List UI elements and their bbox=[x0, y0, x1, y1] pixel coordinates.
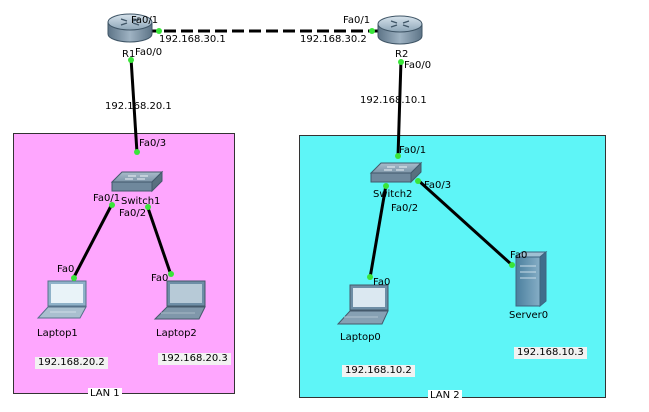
ip-label-r1-lan: 192.168.20.1 bbox=[105, 101, 172, 112]
link-r1-switch1[interactable] bbox=[129, 57, 139, 154]
ip-label-server0: 192.168.10.3 bbox=[514, 347, 587, 359]
device-name-switch1: Switch1 bbox=[121, 196, 161, 207]
link-switch1-laptop2[interactable] bbox=[146, 207, 173, 276]
link-switch2-server0[interactable] bbox=[417, 179, 514, 267]
port-label-r2-fa00: Fa0/0 bbox=[404, 60, 432, 71]
ip-label-laptop0: 192.168.10.2 bbox=[342, 365, 415, 377]
switch-icon-switch1[interactable] bbox=[110, 170, 164, 193]
link-r2-switch2[interactable] bbox=[396, 59, 403, 158]
port-dot-r1-fa00 bbox=[128, 57, 134, 63]
port-dot-sw1-fa03 bbox=[134, 149, 140, 155]
port-label-laptop1-fa0: Fa0 bbox=[57, 264, 75, 275]
server-icon-server0[interactable] bbox=[514, 250, 548, 308]
device-name-laptop1: Laptop1 bbox=[37, 328, 78, 339]
port-label-laptop0-fa0: Fa0 bbox=[373, 277, 391, 288]
device-name-server0: Server0 bbox=[509, 310, 549, 321]
link-switch2-laptop0[interactable] bbox=[368, 184, 388, 279]
link-switch1-laptop1[interactable] bbox=[71, 205, 113, 280]
port-dot-sw2-fa02 bbox=[383, 183, 389, 189]
port-label-sw2-fa03: Fa0/3 bbox=[424, 180, 452, 191]
port-dot-r2-fa00 bbox=[398, 59, 404, 65]
port-status-dots bbox=[71, 28, 515, 281]
port-dot-r2-fa01 bbox=[369, 28, 375, 34]
laptop-icon-laptop0[interactable] bbox=[336, 284, 389, 325]
port-dot-laptop0-fa0 bbox=[367, 274, 373, 280]
ip-label-laptop1: 192.168.20.2 bbox=[35, 357, 108, 369]
lan1-label: LAN 1 bbox=[88, 388, 122, 399]
lan2-label: LAN 2 bbox=[428, 390, 462, 401]
port-label-sw1-fa01: Fa0/1 bbox=[93, 193, 121, 204]
device-name-r2: R2 bbox=[395, 49, 409, 60]
port-dot-laptop2-fa0 bbox=[168, 271, 174, 277]
router-icon-r1[interactable] bbox=[107, 13, 153, 43]
port-label-sw1-fa03: Fa0/3 bbox=[139, 138, 167, 149]
port-label-r2-fa01: Fa0/1 bbox=[343, 15, 371, 26]
laptop-icon-laptop2[interactable] bbox=[153, 280, 206, 320]
switch-icon-switch2[interactable] bbox=[369, 161, 423, 184]
port-label-server0-fa0: Fa0 bbox=[510, 250, 528, 261]
ip-label-r2-wan: 192.168.30.2 bbox=[300, 34, 367, 45]
ip-label-r2-lan: 192.168.10.1 bbox=[360, 95, 427, 106]
port-label-sw2-fa01: Fa0/1 bbox=[399, 145, 427, 156]
port-dot-sw1-fa02 bbox=[145, 204, 151, 210]
port-label-sw1-fa02: Fa0/2 bbox=[119, 208, 147, 219]
port-label-r1-fa00: Fa0/0 bbox=[135, 47, 163, 58]
port-dot-sw1-fa01 bbox=[109, 202, 115, 208]
device-name-laptop2: Laptop2 bbox=[156, 328, 197, 339]
port-label-r1-fa01: Fa0/1 bbox=[131, 15, 159, 26]
port-label-laptop2-fa0: Fa0 bbox=[151, 273, 169, 284]
ip-label-laptop2: 192.168.20.3 bbox=[158, 353, 231, 365]
port-dot-sw2-fa01 bbox=[395, 153, 401, 159]
router-icon-r2[interactable] bbox=[377, 15, 423, 45]
port-dot-server0-fa0 bbox=[509, 262, 515, 268]
device-name-switch2: Switch2 bbox=[373, 189, 413, 200]
ip-label-r1-wan: 192.168.30.1 bbox=[159, 34, 226, 45]
port-label-sw2-fa02: Fa0/2 bbox=[391, 203, 419, 214]
laptop-icon-laptop1[interactable] bbox=[36, 280, 87, 319]
port-dot-sw2-fa03 bbox=[415, 178, 421, 184]
device-name-r1: R1 bbox=[122, 49, 136, 60]
port-dot-r1-fa01 bbox=[156, 28, 162, 34]
device-name-laptop0: Laptop0 bbox=[340, 332, 381, 343]
port-dot-laptop1-fa0 bbox=[71, 275, 77, 281]
